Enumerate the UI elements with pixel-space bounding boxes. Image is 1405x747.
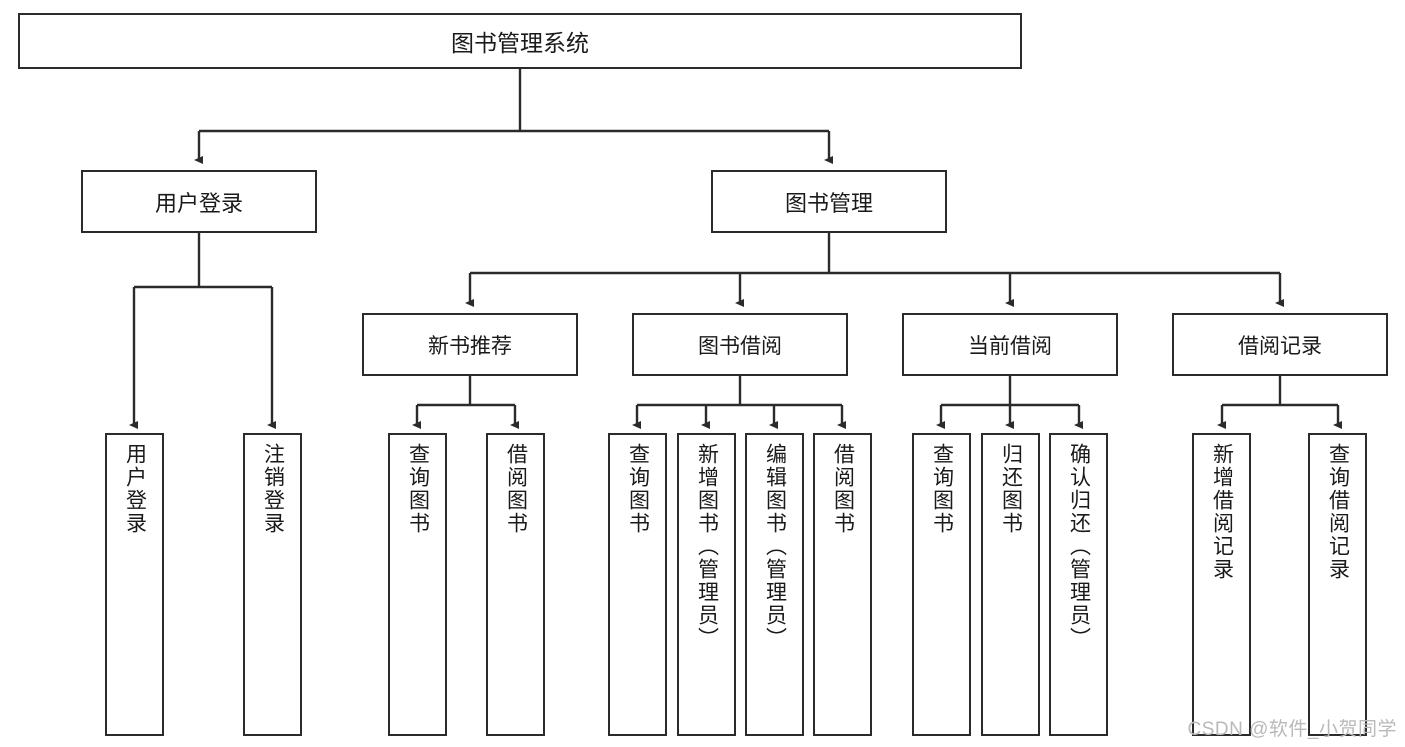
node-label: 新增图书（管理员）: [695, 443, 719, 650]
node-label: 用户登录: [123, 443, 147, 535]
node-label: 借阅图书: [831, 443, 855, 535]
node-borrowing-records[interactable]: 借阅记录: [1172, 313, 1388, 376]
leaf-user-login[interactable]: 用户登录: [105, 433, 164, 736]
node-label: 编辑图书（管理员）: [763, 443, 787, 650]
leaf-logout[interactable]: 注销登录: [243, 433, 302, 736]
node-label: 查询图书: [626, 443, 650, 535]
leaf-return-books[interactable]: 归还图书: [981, 433, 1040, 736]
leaf-borrow-books-recommend[interactable]: 借阅图书: [486, 433, 545, 736]
leaf-query-books-current[interactable]: 查询图书: [912, 433, 971, 736]
node-label: 新增借阅记录: [1210, 443, 1234, 581]
leaf-query-books-borrow[interactable]: 查询图书: [608, 433, 667, 736]
node-book-management[interactable]: 图书管理: [711, 170, 947, 233]
leaf-query-borrow-record[interactable]: 查询借阅记录: [1308, 433, 1367, 736]
leaf-add-borrow-record[interactable]: 新增借阅记录: [1192, 433, 1251, 736]
node-current-borrowing[interactable]: 当前借阅: [902, 313, 1118, 376]
node-label: 新书推荐: [428, 334, 512, 358]
node-label: 注销登录: [261, 443, 285, 535]
node-label: 归还图书: [999, 443, 1023, 535]
leaf-confirm-return-admin[interactable]: 确认归还（管理员）: [1049, 433, 1108, 736]
node-user-login[interactable]: 用户登录: [81, 170, 317, 233]
node-label: 图书管理: [784, 190, 873, 216]
node-label: 确认归还（管理员）: [1067, 443, 1091, 650]
watermark: CSDN @软件_小贺同学: [1187, 719, 1397, 740]
node-label: 查询图书: [930, 443, 954, 535]
leaf-query-books-recommend[interactable]: 查询图书: [388, 433, 447, 736]
node-label: 查询借阅记录: [1326, 443, 1350, 581]
leaf-add-book-admin[interactable]: 新增图书（管理员）: [677, 433, 736, 736]
leaf-edit-book-admin[interactable]: 编辑图书（管理员）: [745, 433, 804, 736]
node-book-borrowing[interactable]: 图书借阅: [632, 313, 848, 376]
leaf-borrow-books[interactable]: 借阅图书: [813, 433, 872, 736]
node-label: 图书借阅: [698, 334, 782, 358]
node-root-book-management-system[interactable]: 图书管理系统: [18, 13, 1022, 69]
node-label: 借阅图书: [504, 443, 528, 535]
node-new-book-recommendation[interactable]: 新书推荐: [362, 313, 578, 376]
node-label: 用户登录: [154, 190, 243, 216]
node-label: 图书管理系统: [451, 30, 589, 56]
node-label: 当前借阅: [968, 334, 1052, 358]
node-label: 查询图书: [406, 443, 430, 535]
node-label: 借阅记录: [1238, 334, 1322, 358]
